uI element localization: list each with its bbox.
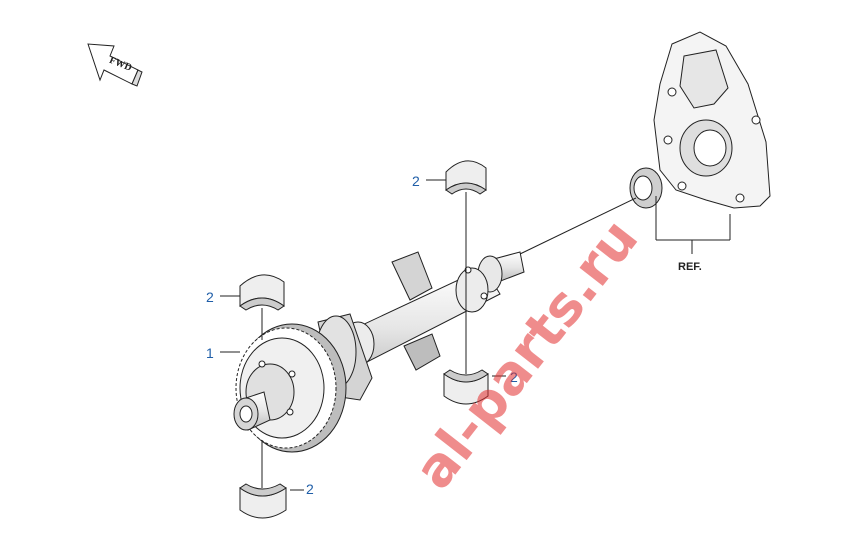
fwd-arrow-icon: FWD bbox=[87, 43, 143, 87]
driven-gear-part bbox=[233, 323, 347, 453]
bearing-shell-top-left bbox=[239, 274, 285, 311]
bearing-shell-top-right bbox=[445, 160, 487, 195]
callout-2-mid-right: 2 bbox=[510, 369, 518, 385]
seal-ring-part bbox=[629, 167, 663, 209]
callout-2-top-left: 2 bbox=[206, 289, 214, 305]
shaft-axis-line bbox=[519, 197, 637, 255]
callout-2-top-right: 2 bbox=[412, 173, 420, 189]
bearing-shell-mid-right bbox=[443, 369, 489, 405]
callout-1-gear: 1 bbox=[206, 345, 214, 361]
engine-cover-part bbox=[653, 31, 771, 209]
ref-bracket bbox=[655, 196, 731, 254]
ref-label: REF. bbox=[678, 261, 702, 273]
bearing-shell-bottom bbox=[239, 483, 287, 519]
leader-lines bbox=[220, 179, 506, 491]
callout-2-bottom: 2 bbox=[306, 481, 314, 497]
